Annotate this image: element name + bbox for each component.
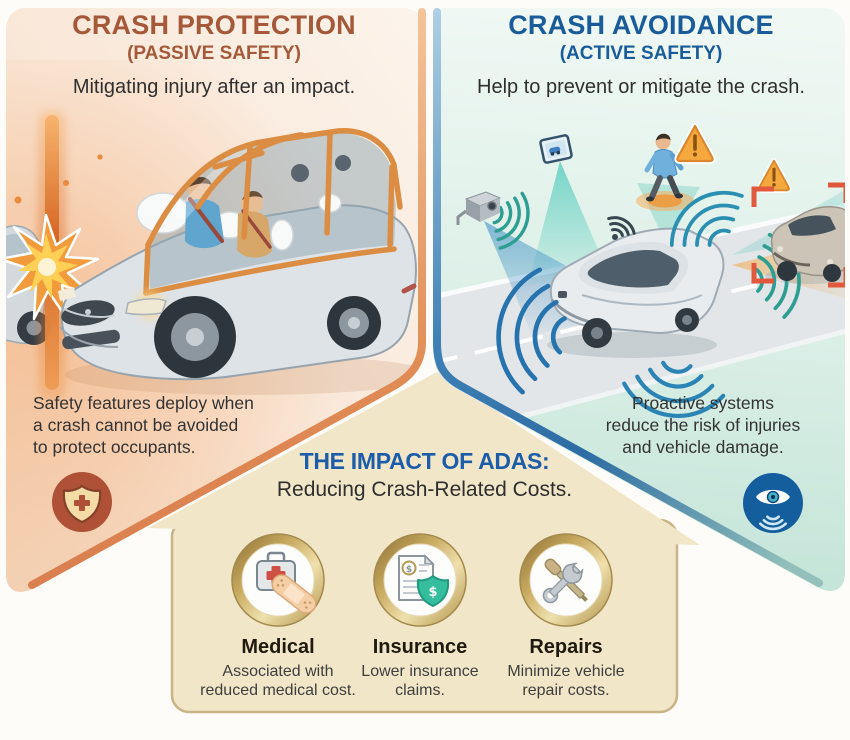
cost-item-description: Associated with reduced medical cost.	[193, 662, 363, 700]
desc-line: Minimize vehicle	[507, 663, 625, 680]
detection-brackets-icon	[751, 182, 845, 288]
active-safety-caption: Proactive systems reduce the risk of inj…	[597, 392, 809, 458]
medical-medallion	[231, 533, 325, 627]
bandage-icon	[271, 574, 317, 614]
traffic-camera-icon	[456, 191, 502, 225]
caption-line: reduce the risk of injuries	[605, 415, 801, 435]
desc-line: Lower insurance	[361, 663, 479, 680]
desc-line: claims.	[395, 682, 445, 699]
cost-item-label: Repairs	[529, 636, 603, 658]
active-panel-border	[433, 8, 823, 587]
desc-line: reduced medical cost.	[200, 682, 356, 699]
caption-line: a crash cannot be avoided	[33, 415, 239, 435]
insurance-medallion: $ $	[373, 533, 467, 627]
cost-item-insurance: Insurance Lower insurance claims.	[335, 636, 505, 700]
passive-safety-caption: Safety features deploy when a crash cann…	[33, 392, 283, 458]
shield-dollar-icon: $	[416, 575, 450, 607]
impact-subtitle: Reducing Crash-Related Costs.	[276, 478, 573, 501]
svg-text:$: $	[428, 585, 437, 600]
sensing-eye-icon	[743, 473, 803, 533]
crashed-car-with-safety-cage	[58, 128, 417, 381]
sensing-car	[549, 227, 725, 348]
safety-cage-frame	[143, 128, 403, 296]
active-safety-subtitle: (ACTIVE SAFETY)	[559, 42, 723, 64]
cost-item-description: Minimize vehicle repair costs.	[481, 662, 651, 700]
caption-line: and vehicle damage.	[622, 437, 784, 457]
camera-display-icon	[539, 134, 573, 164]
caption-line: Safety features deploy when	[33, 393, 254, 413]
passive-panel-border	[28, 8, 426, 589]
desc-line: Associated with	[222, 663, 334, 680]
cost-item-repairs: Repairs Minimize vehicle repair costs.	[481, 636, 651, 700]
impact-wedge	[148, 372, 700, 545]
active-safety-title: CRASH AVOIDANCE	[508, 10, 774, 40]
caption-line: to protect occupants.	[33, 437, 196, 457]
impact-section-header: THE IMPACT OF ADAS: Reducing Crash-Relat…	[172, 448, 677, 502]
desc-line: repair costs.	[522, 682, 610, 699]
caption-line: Proactive systems	[632, 393, 774, 413]
impact-title: THE IMPACT OF ADAS:	[299, 448, 550, 474]
svg-text:$: $	[406, 565, 412, 575]
active-safety-header: CRASH AVOIDANCE (ACTIVE SAFETY) Help to …	[432, 10, 850, 99]
passive-safety-tagline: Mitigating injury after an impact.	[72, 75, 356, 98]
collision-burst-icon	[6, 213, 100, 321]
active-safety-tagline: Help to prevent or mitigate the crash.	[477, 75, 805, 98]
detected-car	[770, 206, 845, 282]
cost-item-label: Medical	[241, 636, 315, 658]
medical-shield-icon	[52, 472, 112, 532]
repair-tools-icon	[542, 558, 588, 604]
passive-safety-title: CRASH PROTECTION	[72, 10, 356, 40]
passive-safety-subtitle: (PASSIVE SAFETY)	[127, 42, 301, 64]
cost-item-label: Insurance	[372, 636, 468, 658]
cost-item-description: Lower insurance claims.	[335, 662, 505, 700]
cost-item-medical: Medical Associated with reduced medical …	[193, 636, 363, 700]
passive-safety-header: CRASH PROTECTION (PASSIVE SAFETY) Mitiga…	[0, 10, 428, 99]
crash-avoidance-illustration	[433, 126, 845, 443]
wifi-icon	[607, 216, 636, 240]
repairs-medallion	[519, 533, 613, 627]
pedestrian	[644, 133, 684, 202]
